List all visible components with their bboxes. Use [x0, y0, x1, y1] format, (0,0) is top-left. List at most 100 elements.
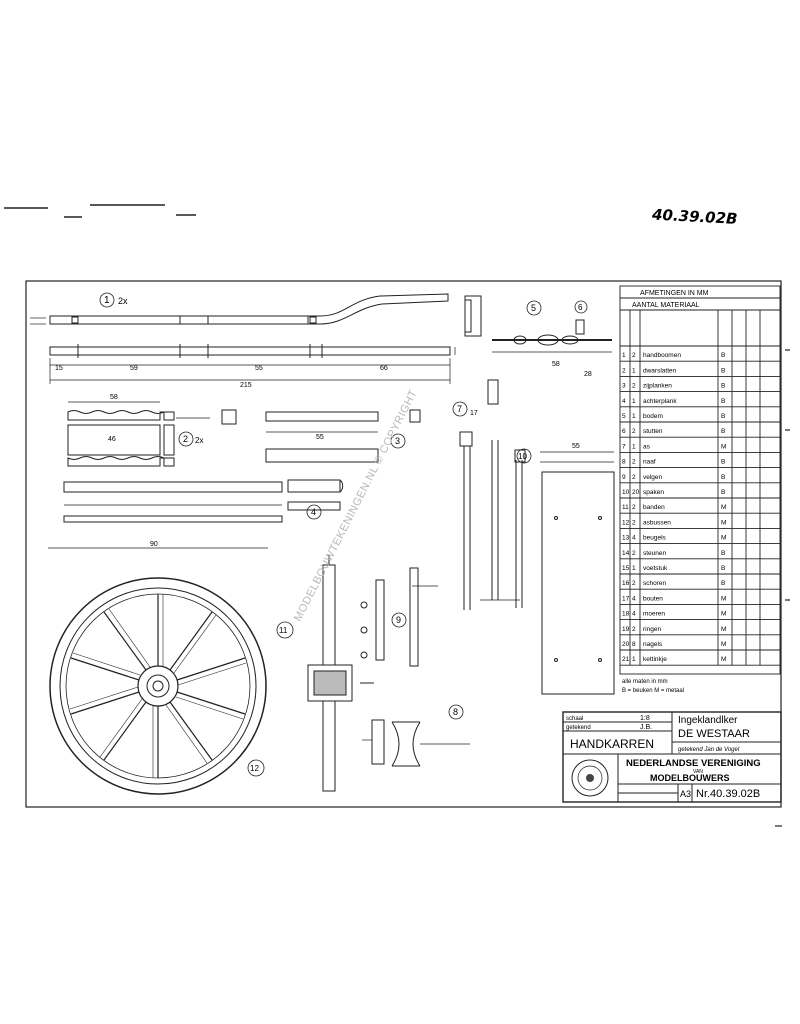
callout-8: 8	[453, 707, 458, 717]
callout-11-circle	[276, 621, 294, 639]
callout-3: 3	[395, 436, 400, 446]
parts-row-name: steunen	[643, 550, 667, 557]
callout-7: 7	[457, 404, 462, 414]
parts-row-name: handboomen	[643, 352, 681, 359]
dim-board-len: 58	[110, 394, 118, 401]
parts-row-name: schoren	[643, 580, 667, 587]
part-4-rail-drawing	[63, 479, 344, 523]
society-line-2: VAN	[693, 769, 703, 775]
parts-row-name: achterplank	[643, 398, 677, 405]
parts-row-number: 7	[622, 443, 626, 450]
parts-row-quantity: 1	[632, 656, 636, 663]
part-5-axle-drawing	[492, 319, 612, 353]
parts-row-number: 1	[622, 352, 626, 359]
dim-axle: 58	[552, 361, 560, 368]
parts-row-number: 6	[622, 428, 626, 435]
parts-row-quantity: 2	[632, 459, 636, 466]
parts-footnote-2: B = beuken M = metaal	[622, 688, 684, 694]
parts-row-quantity: 2	[632, 383, 636, 390]
parts-row-material: M	[721, 611, 726, 618]
top-scan-marks	[4, 204, 196, 218]
parts-row-name: as	[643, 443, 651, 450]
parts-row-quantity: 2	[632, 428, 636, 435]
right-margin-marks	[775, 349, 790, 827]
parts-row-name: dwarslatten	[643, 367, 677, 374]
parts-row-quantity: 2	[632, 474, 636, 481]
callout-9: 9	[396, 615, 401, 625]
parts-row-quantity: 1	[632, 367, 636, 374]
callout-12-circle	[247, 759, 265, 777]
scale-label: schaal	[566, 716, 583, 722]
parts-row-quantity: 2	[632, 550, 636, 557]
parts-row-quantity: 4	[632, 595, 636, 602]
parts-row-number: 21	[622, 656, 630, 663]
parts-row-material: B	[721, 352, 725, 359]
parts-header-1: AFMETINGEN IN MM	[640, 290, 709, 297]
callout-1-circle	[99, 292, 115, 308]
parts-row-name: stutten	[643, 428, 663, 435]
parts-row-number: 15	[622, 565, 630, 572]
parts-row-name: bouten	[643, 595, 663, 602]
parts-row-material: B	[721, 383, 725, 390]
parts-row-name: banden	[643, 504, 665, 511]
parts-row-number: 3	[622, 383, 626, 390]
parts-row-quantity: 1	[632, 413, 636, 420]
dim-top-a: 15	[55, 365, 63, 372]
callout-10-circle	[516, 448, 532, 464]
part-3-plank-drawing	[265, 409, 421, 463]
parts-row-number: 9	[622, 474, 626, 481]
callout-3-circle	[390, 433, 406, 449]
parts-row-name: voetstuk	[643, 565, 668, 572]
callout-6-circle	[574, 300, 588, 314]
parts-row-material: M	[721, 641, 726, 648]
parts-row-name: spaken	[643, 489, 664, 496]
parts-row-number: 10	[622, 489, 630, 496]
callout-4: 4	[311, 507, 316, 517]
parts-row-material: M	[721, 626, 726, 633]
dim-plank: 55	[316, 434, 324, 441]
society-line-1: NEDERLANDSE VERENIGING	[626, 758, 761, 769]
parts-row-number: 20	[622, 641, 630, 648]
callout-4-circle	[306, 504, 322, 520]
subtitle-top: Ingeklandlker	[678, 715, 738, 726]
parts-row-number: 13	[622, 535, 630, 542]
handwritten-drawing-number: 40.39.02B	[651, 205, 738, 227]
dim-wheel: 90	[150, 541, 158, 548]
callout-1-count: 2x	[118, 296, 128, 306]
drawing-number: Nr.40.39.02B	[696, 788, 760, 800]
parts-row-material: B	[721, 565, 725, 572]
callout-2-count: 2x	[195, 436, 203, 445]
subtitle-by: getekend Jan de Vogel	[678, 747, 740, 753]
dim-board-inner: 46	[108, 436, 116, 443]
callout-5: 5	[531, 303, 536, 313]
parts-row-name: beugels	[643, 535, 667, 542]
subtitle-main: DE WESTAAR	[678, 728, 750, 740]
parts-row-quantity: 4	[632, 611, 636, 618]
callout-8-circle	[448, 704, 464, 720]
parts-row-material: B	[721, 428, 725, 435]
parts-row-name: kettinkje	[643, 656, 667, 663]
parts-row-name: ringen	[643, 626, 661, 633]
designer-value: J.B.	[640, 724, 652, 731]
part-1-handboom-drawing	[30, 293, 482, 384]
parts-row-material: B	[721, 398, 725, 405]
designer-label: getekend	[566, 725, 591, 731]
callout-11: 11	[279, 626, 288, 635]
parts-row-number: 18	[622, 611, 630, 618]
parts-row-quantity: 2	[632, 352, 636, 359]
drawing-title: HANDKARREN	[570, 737, 654, 751]
parts-row-name: nagels	[643, 641, 663, 648]
callout-2: 2	[183, 434, 188, 444]
parts-row-number: 5	[622, 413, 626, 420]
callout-7-circle	[452, 401, 468, 417]
parts-row-quantity: 2	[632, 626, 636, 633]
parts-row-number: 11	[622, 504, 629, 511]
parts-row-number: 16	[622, 580, 630, 587]
parts-row-name: asbussen	[643, 519, 671, 526]
sheet-size: A3	[680, 789, 691, 799]
dim-top-d: 66	[380, 365, 388, 372]
parts-row-material: M	[721, 519, 726, 526]
parts-row-quantity: 4	[632, 535, 636, 542]
